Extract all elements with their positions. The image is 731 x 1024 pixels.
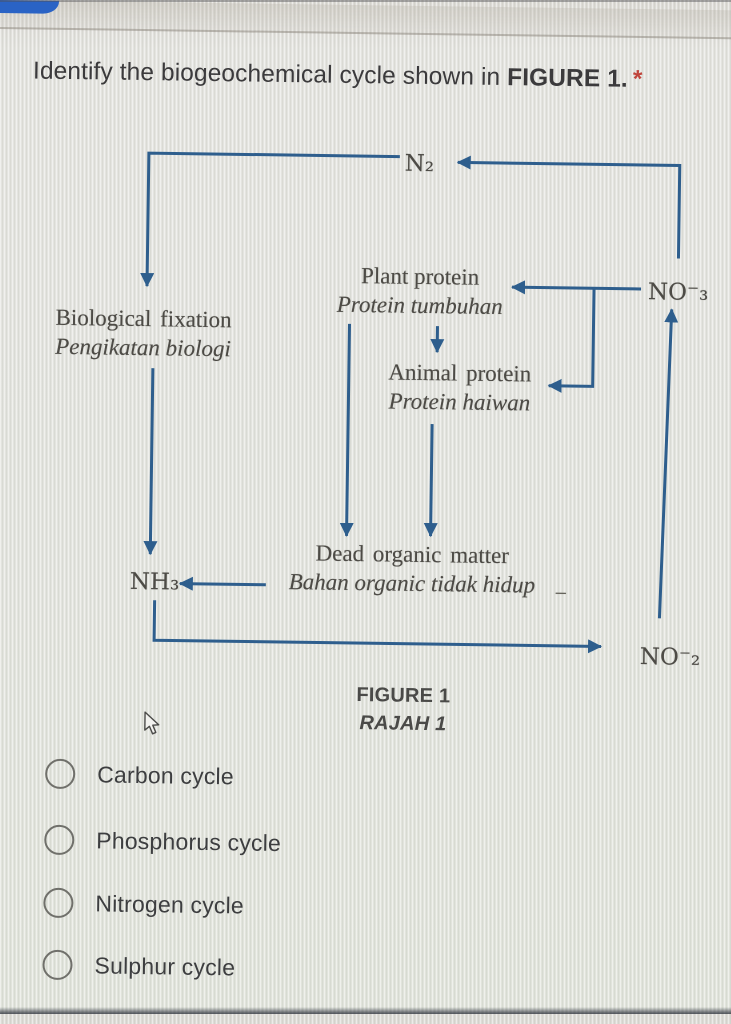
figure-caption: FIGURE 1 RAJAH 1 — [303, 680, 504, 739]
mouse-cursor-icon — [143, 711, 163, 737]
option-label: Phosphorus cycle — [96, 827, 281, 857]
arrow-no3-to-plant-protein — [512, 287, 641, 289]
radio-button-icon[interactable] — [45, 759, 75, 789]
node-plant-protein: Plant protein Protein tumbuhan — [310, 260, 531, 321]
option-label: Carbon cycle — [97, 761, 234, 790]
node-dead-organic-matter: Dead organic matter Bahan organic tidak … — [287, 538, 538, 599]
arrow-nh3-to-no2 — [154, 600, 602, 646]
option-nitrogen-cycle[interactable]: Nitrogen cycle — [43, 887, 244, 922]
dead-organic-ms: Bahan organic tidak hidup — [287, 567, 537, 599]
node-n2: N₂ — [405, 150, 435, 179]
figure-caption-ms: RAJAH 1 — [303, 708, 503, 739]
node-biological-fixation: Biological fixation Pengikatan biologi — [55, 303, 232, 363]
option-label: Nitrogen cycle — [95, 890, 244, 919]
animal-protein-ms: Protein haiwan — [349, 386, 569, 418]
plant-protein-en: Plant protein — [310, 260, 530, 292]
node-animal-protein: Animal protein Protein haiwan — [349, 357, 570, 418]
stray-mark: – — [556, 578, 566, 607]
node-nh3: NH₃ — [130, 568, 180, 598]
node-no2: NO⁻₂ — [640, 643, 701, 673]
option-sulphur-cycle[interactable]: Sulphur cycle — [42, 949, 235, 984]
radio-button-icon[interactable] — [43, 888, 73, 918]
arrow-fixation-to-nh3 — [150, 368, 153, 554]
arrow-animal-to-dead-matter — [431, 424, 433, 536]
dead-organic-en: Dead organic matter — [287, 538, 537, 570]
arrow-no2-to-no3 — [659, 309, 671, 618]
option-phosphorus-cycle[interactable]: Phosphorus cycle — [44, 824, 281, 859]
photo-top-edge — [0, 0, 731, 2]
photo-bottom-edge — [0, 1007, 731, 1014]
radio-button-icon[interactable] — [44, 825, 74, 855]
option-carbon-cycle[interactable]: Carbon cycle — [45, 758, 234, 793]
radio-button-icon[interactable] — [42, 950, 72, 980]
arrow-plant-to-dead-matter — [347, 324, 350, 536]
arrow-dead-matter-to-nh3 — [180, 584, 266, 585]
option-label: Sulphur cycle — [94, 952, 235, 981]
biological-fixation-en: Biological fixation — [55, 303, 231, 334]
figure-caption-en: FIGURE 1 — [303, 680, 503, 711]
animal-protein-en: Animal protein — [350, 357, 570, 389]
node-no3: NO⁻₃ — [648, 278, 709, 308]
plant-protein-ms: Protein tumbuhan — [310, 289, 530, 321]
biological-fixation-ms: Pengikatan biologi — [55, 332, 231, 363]
arrow-no3-column-to-n2 — [456, 162, 679, 258]
